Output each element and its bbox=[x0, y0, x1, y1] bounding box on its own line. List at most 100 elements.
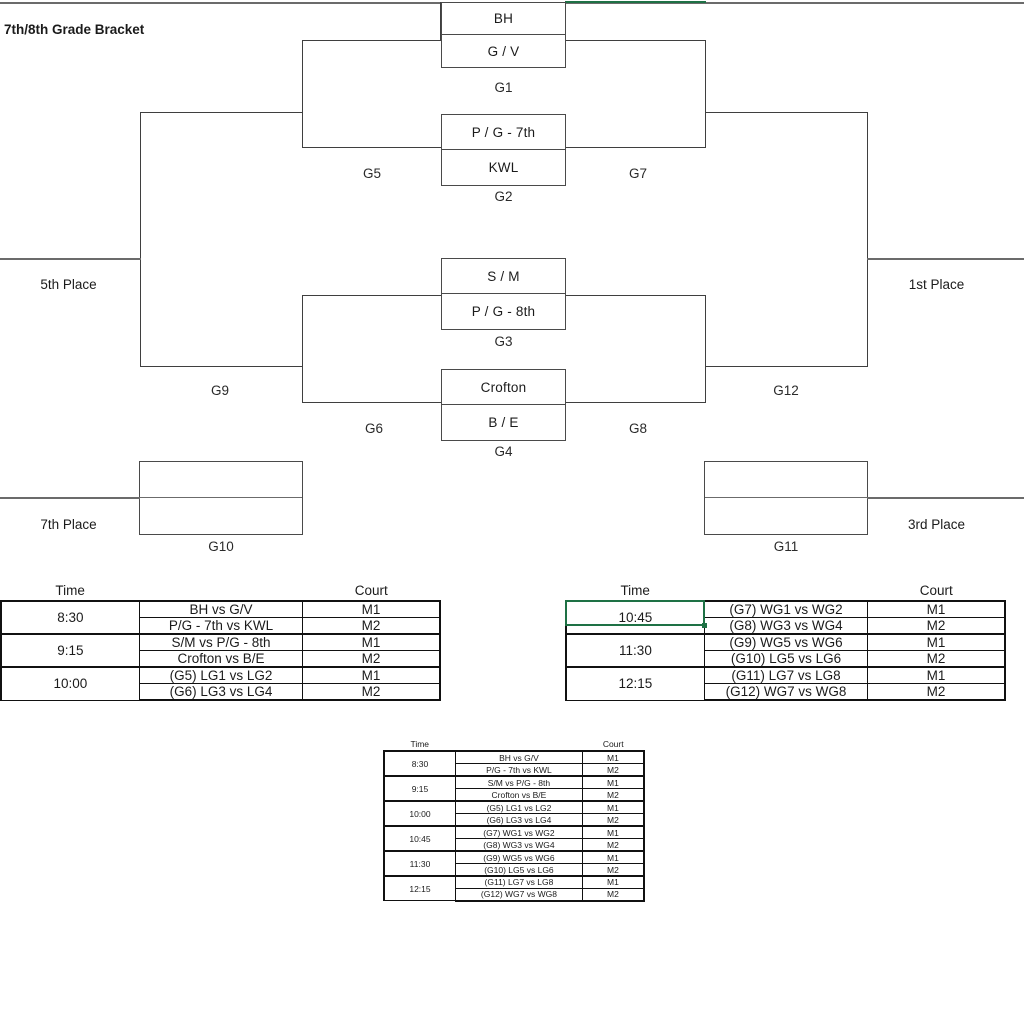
cell-court[interactable]: M1 bbox=[581, 874, 645, 889]
team-slot: BH bbox=[442, 3, 565, 35]
cell-court[interactable]: M2 bbox=[581, 788, 645, 802]
game-label-g4: G4 bbox=[494, 444, 513, 459]
cell-game[interactable]: (G10) LG5 vs LG6 bbox=[703, 650, 869, 668]
cell-time[interactable]: 12:15 bbox=[564, 666, 705, 701]
game-label-g8: G8 bbox=[628, 421, 647, 436]
cell-game[interactable]: (G9) WG5 vs WG6 bbox=[703, 633, 869, 651]
cell-game[interactable]: (G12) WG7 vs WG8 bbox=[703, 683, 869, 701]
cell-game[interactable]: P/G - 7th vs KWL bbox=[138, 617, 304, 635]
cell-court[interactable]: M2 bbox=[867, 683, 1007, 701]
fill-handle[interactable] bbox=[702, 623, 707, 628]
cell-game[interactable]: Crofton vs B/E bbox=[138, 650, 304, 668]
cell-court[interactable]: M1 bbox=[867, 633, 1007, 651]
header-time: Time bbox=[620, 582, 650, 598]
cell-court[interactable]: M1 bbox=[581, 800, 645, 814]
connector-g12-out bbox=[867, 258, 1024, 260]
connector-g6-bottom bbox=[302, 402, 441, 403]
cell-time[interactable]: 9:15 bbox=[0, 633, 140, 668]
cell-court[interactable]: M1 bbox=[867, 600, 1007, 618]
cell-game[interactable]: (G7) WG1 vs WG2 bbox=[703, 600, 869, 618]
cell-court[interactable]: M2 bbox=[302, 683, 442, 701]
cell-time[interactable]: 8:30 bbox=[382, 750, 456, 777]
cell-game[interactable]: (G8) WG3 vs WG4 bbox=[454, 838, 583, 852]
active-cell-selection[interactable] bbox=[565, 600, 705, 626]
cell-game[interactable]: Crofton vs B/E bbox=[454, 788, 583, 802]
cell-court[interactable]: M2 bbox=[867, 650, 1007, 668]
cell-game[interactable]: P/G - 7th vs KWL bbox=[454, 763, 583, 777]
cell-game[interactable]: (G6) LG3 vs LG4 bbox=[454, 813, 583, 827]
connector-g5-top bbox=[302, 40, 441, 41]
cell-game[interactable]: (G11) LG7 vs LG8 bbox=[454, 874, 583, 889]
schedule-header-row: Time Court bbox=[566, 580, 1005, 601]
game-label-g3: G3 bbox=[494, 334, 513, 349]
cell-court[interactable]: M2 bbox=[302, 617, 442, 635]
cell-game[interactable]: (G12) WG7 vs WG8 bbox=[454, 888, 583, 902]
cell-court[interactable]: M1 bbox=[581, 750, 645, 764]
cell-game[interactable]: (G5) LG1 vs LG2 bbox=[138, 666, 304, 684]
cell-court[interactable]: M1 bbox=[867, 666, 1007, 684]
connector-g7-vertical bbox=[705, 40, 706, 148]
game-label-g6: G6 bbox=[364, 421, 383, 436]
cell-time[interactable]: 11:30 bbox=[382, 850, 456, 877]
cell-court[interactable]: M2 bbox=[581, 813, 645, 827]
cell-time[interactable]: 8:30 bbox=[0, 600, 140, 635]
cell-time[interactable]: 10:00 bbox=[0, 666, 140, 701]
cell-time[interactable]: 10:45 bbox=[382, 825, 456, 852]
cell-time[interactable]: 10:00 bbox=[382, 800, 456, 827]
cell-court[interactable]: M2 bbox=[581, 838, 645, 852]
team-slot: P / G - 8th bbox=[471, 304, 536, 319]
game-label-g9: G9 bbox=[210, 383, 229, 398]
cell-game[interactable]: (G10) LG5 vs LG6 bbox=[454, 863, 583, 877]
cell-game[interactable]: (G7) WG1 vs WG2 bbox=[454, 825, 583, 839]
cell-game[interactable]: (G6) LG3 vs LG4 bbox=[138, 683, 304, 701]
cell-time[interactable]: 9:15 bbox=[382, 775, 456, 802]
cell-game[interactable]: S/M vs P/G - 8th bbox=[454, 775, 583, 789]
cell-game[interactable]: (G9) WG5 vs WG6 bbox=[454, 850, 583, 864]
cell-court[interactable]: M1 bbox=[302, 666, 442, 684]
cell-game[interactable]: BH vs G/V bbox=[138, 600, 304, 618]
cell-court[interactable]: M1 bbox=[302, 600, 442, 618]
header-time: Time bbox=[410, 738, 430, 749]
cell-court[interactable]: M1 bbox=[302, 633, 442, 651]
cell-game[interactable]: (G5) LG1 vs LG2 bbox=[454, 800, 583, 814]
cell-court[interactable]: M2 bbox=[867, 617, 1007, 635]
cell-game[interactable]: (G8) WG3 vs WG4 bbox=[703, 617, 869, 635]
cell-time[interactable]: 11:30 bbox=[564, 633, 705, 668]
cell-court[interactable]: M2 bbox=[302, 650, 442, 668]
cell-court[interactable]: M2 bbox=[581, 763, 645, 777]
matchup-box-g3: S / M P / G - 8th bbox=[441, 258, 566, 330]
cell-game[interactable]: (G11) LG7 vs LG8 bbox=[703, 666, 869, 684]
cell-game[interactable]: BH vs G/V bbox=[454, 750, 583, 764]
cell-time[interactable]: 10:45 bbox=[564, 600, 705, 635]
connector-g7-bottom bbox=[566, 147, 706, 148]
cell-court[interactable]: M1 bbox=[581, 825, 645, 839]
cell-game[interactable]: S/M vs P/G - 8th bbox=[138, 633, 304, 651]
connector-g12-top bbox=[705, 112, 868, 113]
page-title: 7th/8th Grade Bracket bbox=[4, 22, 145, 37]
cell-court[interactable]: M1 bbox=[581, 775, 645, 789]
cell-court[interactable]: M2 bbox=[581, 863, 645, 877]
cell-court[interactable]: M1 bbox=[581, 850, 645, 864]
cell-time[interactable]: 12:15 bbox=[382, 875, 456, 901]
matchup-box-g4: Crofton B / E bbox=[441, 369, 566, 441]
cell-court[interactable]: M2 bbox=[581, 888, 645, 902]
